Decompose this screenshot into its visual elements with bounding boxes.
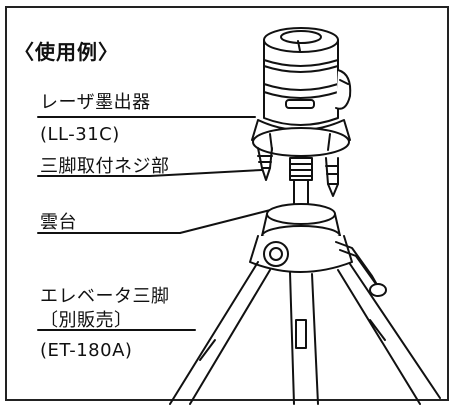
usage-example-heading: 〈使用例〉 <box>14 40 119 64</box>
laser-label: レーザ墨出器 <box>40 92 151 113</box>
screw-label: 三脚取付ネジ部 <box>40 156 170 177</box>
elevator-model-label: (ET-180A) <box>40 340 133 361</box>
laser-model-label: (LL-31C) <box>40 124 120 145</box>
pan-head-label: 雲台 <box>40 212 77 233</box>
lock-knob-left <box>263 241 289 267</box>
tripod-leg-right <box>337 263 441 405</box>
laser-body <box>263 39 339 126</box>
pan-head <box>266 203 336 225</box>
leveling-foot-right <box>325 157 339 185</box>
tripod-leg-left <box>169 261 271 405</box>
figure-frame <box>5 6 449 401</box>
leader-screw-diag <box>149 169 263 177</box>
tripod-leg-center <box>289 271 319 405</box>
elevator-tripod-label: エレベータ三脚 <box>40 286 170 307</box>
sold-separately-label: 〔別販売〕 <box>40 310 133 331</box>
leveling-foot-left <box>257 147 273 169</box>
